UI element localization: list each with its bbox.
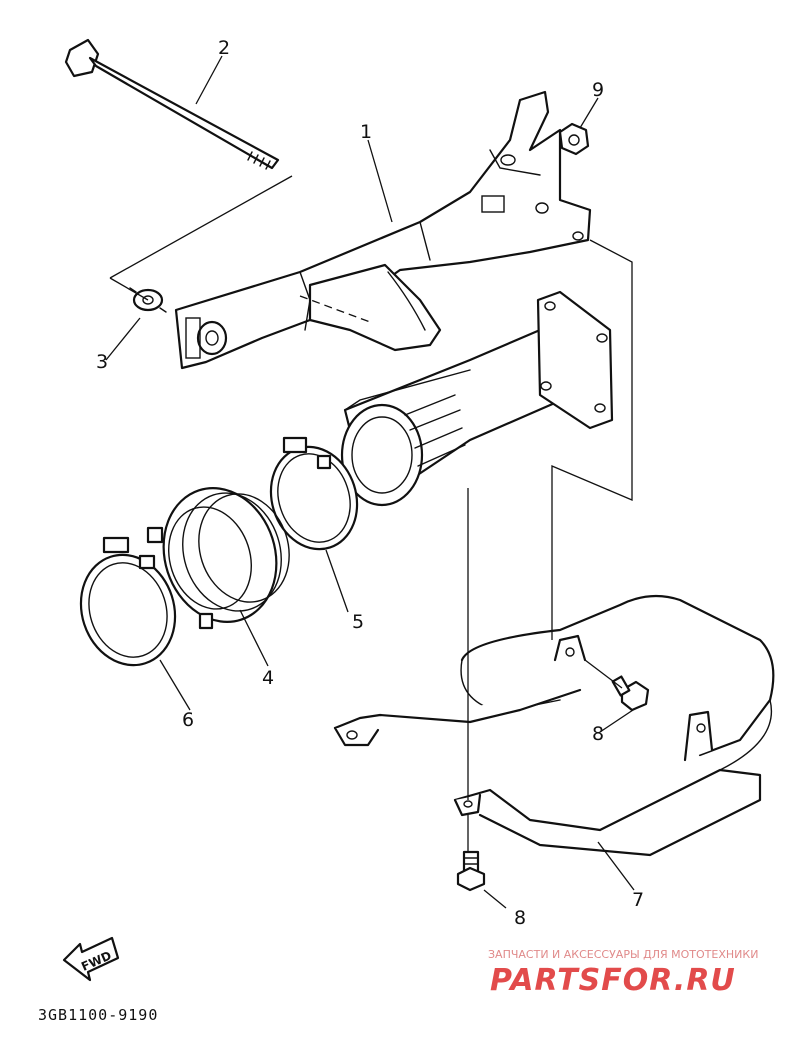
boot-band-large (79, 536, 177, 667)
callout-8-lower: 8 (514, 907, 526, 929)
boot-band-small (269, 436, 359, 551)
watermark-logo: PARTSFOR.RU (490, 963, 736, 998)
diagram-code: 3GB1100-9190 (38, 1006, 158, 1024)
callout-5: 5 (352, 611, 364, 633)
bolt-upper (611, 675, 650, 712)
callout-3: 3 (96, 351, 108, 373)
fwd-arrow-icon: FWD (62, 936, 120, 982)
rubber-boot (146, 487, 290, 630)
callout-8-upper: 8 (592, 723, 604, 745)
callout-2: 2 (218, 37, 230, 59)
rear-arm (174, 90, 592, 370)
callout-1: 1 (360, 121, 372, 143)
guard-frame (333, 594, 775, 857)
nut (558, 122, 590, 156)
final-drive-tube (340, 290, 614, 507)
assembly-lines (109, 175, 633, 852)
pivot-bolt (64, 38, 280, 170)
leader-lines (105, 55, 637, 909)
callout-6: 6 (182, 709, 194, 731)
callout-9: 9 (592, 79, 604, 101)
watermark-tagline: ЗАПЧАСТИ И АКСЕССУАРЫ ДЛЯ МОТОТЕХНИКИ (488, 948, 758, 961)
callout-4: 4 (262, 667, 274, 689)
bolt-lower (456, 850, 486, 892)
callout-7: 7 (632, 889, 644, 911)
